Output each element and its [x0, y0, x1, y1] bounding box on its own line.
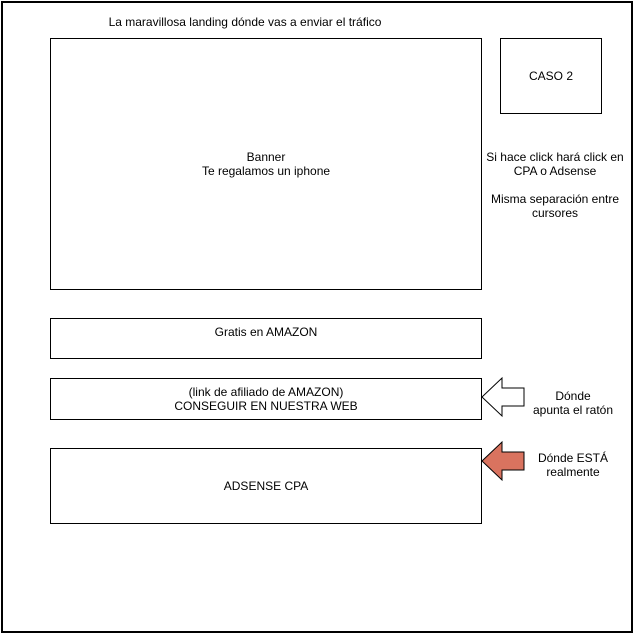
filled-arrow-icon — [481, 440, 525, 482]
amazon-free-box: Gratis en AMAZON — [50, 318, 482, 359]
affiliate-link-line1: (link de afiliado de AMAZON) — [188, 385, 344, 399]
amazon-free-label: Gratis en AMAZON — [214, 325, 318, 339]
separation-note-line1: Misma separación entre — [490, 192, 620, 206]
click-note-line1: Si hace click hará click en — [486, 150, 624, 164]
case-box: CASO 2 — [500, 38, 602, 114]
adsense-cpa-label: ADSENSE CPA — [223, 479, 309, 493]
banner-label: Banner — [246, 150, 286, 164]
page-title: La maravillosa landing dónde vas a envia… — [108, 15, 382, 29]
outline-arrow-icon — [481, 376, 525, 418]
real-note-line1: Dónde ESTÁ — [537, 451, 609, 465]
mouse-note-line2: apunta el ratón — [532, 403, 614, 417]
affiliate-link-line2: CONSEGUIR EN NUESTRA WEB — [174, 399, 358, 413]
affiliate-link-box: (link de afiliado de AMAZON) CONSEGUIR E… — [50, 378, 482, 420]
real-note-line2: realmente — [546, 465, 600, 479]
banner-box: Banner Te regalamos un iphone — [50, 38, 482, 290]
adsense-cpa-box: ADSENSE CPA — [50, 448, 482, 524]
click-note-line2: CPA o Adsense — [513, 164, 597, 178]
separation-note-line2: cursores — [531, 206, 578, 220]
outline-arrow-shape — [481, 376, 525, 418]
filled-arrow-shape — [481, 440, 525, 482]
mouse-note-line1: Dónde — [555, 389, 591, 403]
banner-subtitle: Te regalamos un iphone — [201, 164, 331, 178]
case-label: CASO 2 — [528, 69, 573, 83]
